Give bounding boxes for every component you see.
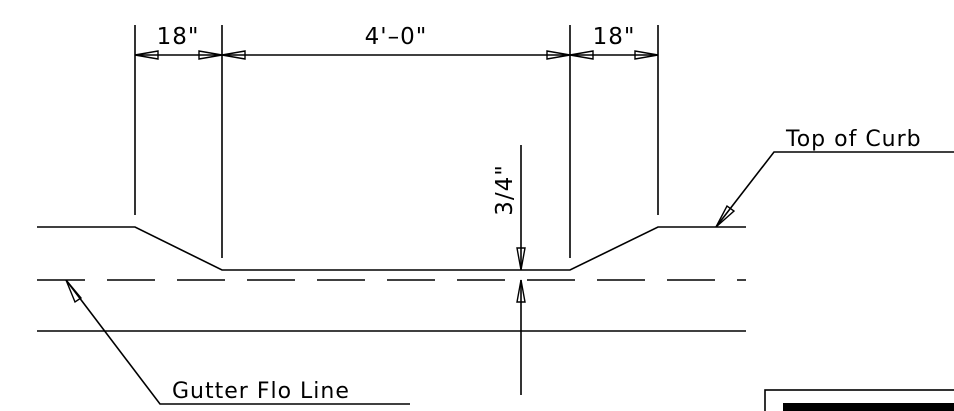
label-gutter-flow-line: Gutter Flo Line [172,379,350,404]
dimension-left-width: 18" [157,24,200,50]
arrowhead-depth-bottom [516,279,526,303]
title-block-frame [764,389,954,411]
arrowhead-gutter-flow-line [65,279,83,304]
arrowhead-right-18-start [569,50,594,60]
curb-top-profile [37,226,746,271]
dimension-right-width: 18" [593,24,636,50]
label-top-of-curb: Top of Curb [785,127,922,152]
dimension-center-width: 4'–0" [365,24,428,50]
dimension-depth: 3/4" [492,164,518,216]
arrowhead-top-of-curb [715,204,736,228]
arrowhead-left-18-start [134,50,159,60]
gutter-flow-line-leader [65,279,410,405]
arrowhead-depth-top [516,247,526,271]
top-of-curb-leader [715,151,954,228]
arrowhead-center-start [221,50,246,60]
arrowhead-center-end [546,50,571,60]
title-block-bar [783,403,954,411]
arrowhead-left-18-end [198,50,223,60]
arrowhead-right-18-end [634,50,659,60]
